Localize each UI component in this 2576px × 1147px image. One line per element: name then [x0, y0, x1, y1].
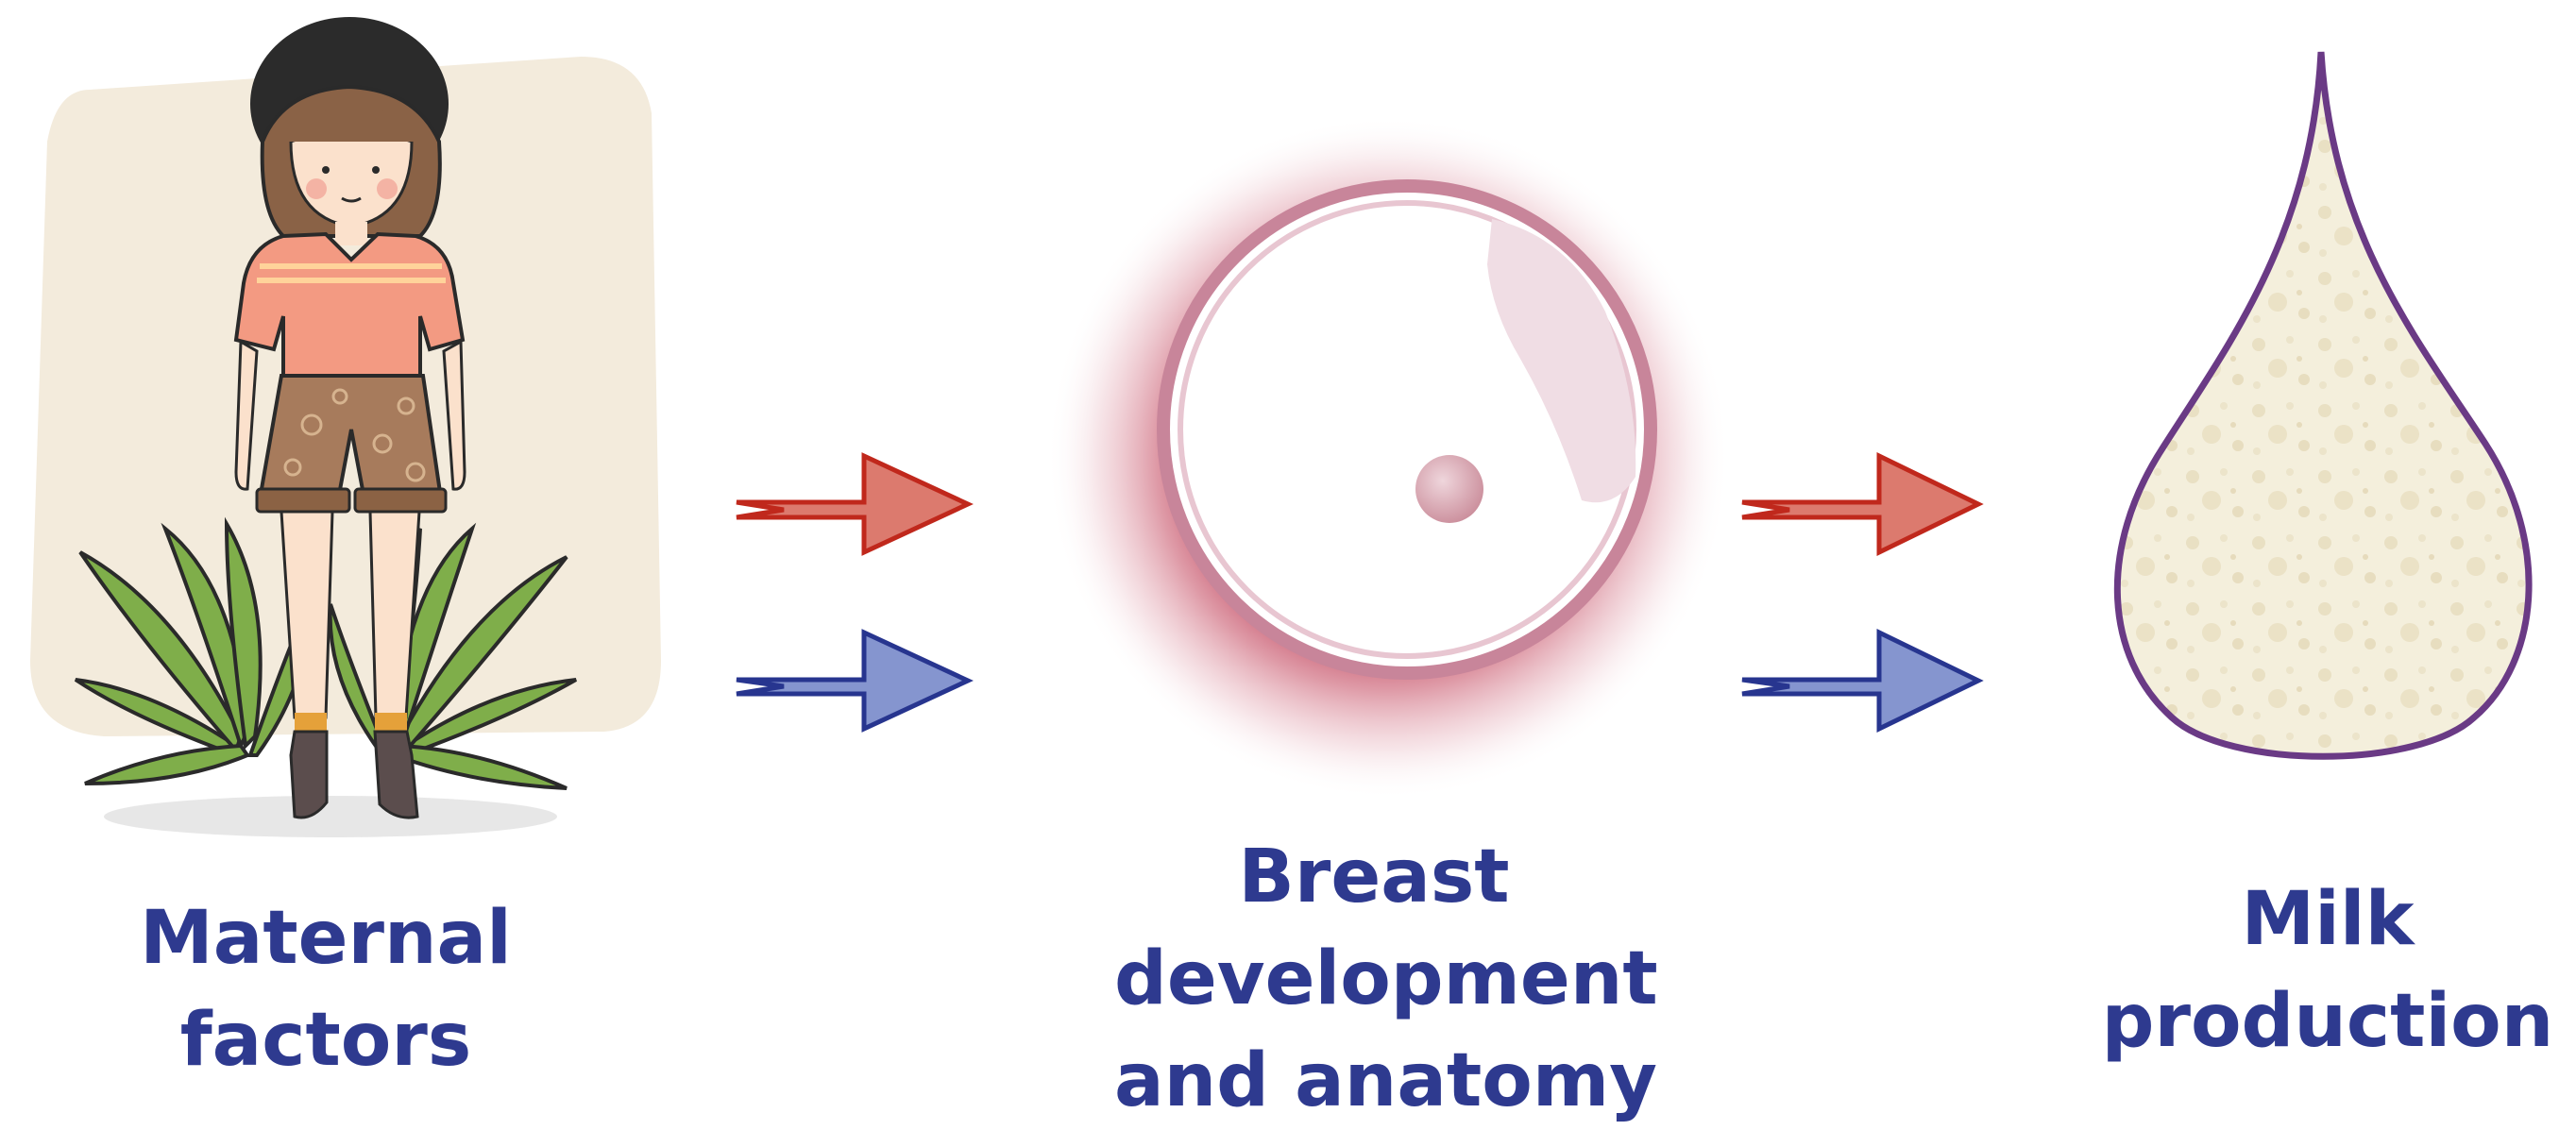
maternal-label-line-1: Maternal	[140, 896, 512, 981]
arrow-blue-right	[1741, 629, 1984, 733]
arrow-red-right	[1741, 452, 1984, 556]
breast-label-line-1: Breast	[1238, 835, 1510, 919]
breast-label-line-2: development	[1114, 936, 1658, 1021]
milk-drop-icon	[2113, 51, 2533, 760]
arrow-blue-left	[736, 629, 974, 733]
milk-label-line-2: production	[2101, 979, 2554, 1064]
woman-figure-icon	[30, 17, 661, 837]
milk-label-line-1: Milk	[2241, 877, 2415, 962]
maternal-factors-label: Maternal factors	[118, 887, 534, 1091]
maternal-label-line-2: factors	[179, 998, 472, 1083]
milk-production-label: Milk production	[2101, 869, 2554, 1072]
breast-icon	[1046, 116, 1730, 800]
arrow-red-left	[736, 452, 974, 556]
breast-label-line-3: and anatomy	[1114, 1038, 1657, 1123]
breast-development-label: Breast development and anatomy	[1114, 826, 1658, 1132]
